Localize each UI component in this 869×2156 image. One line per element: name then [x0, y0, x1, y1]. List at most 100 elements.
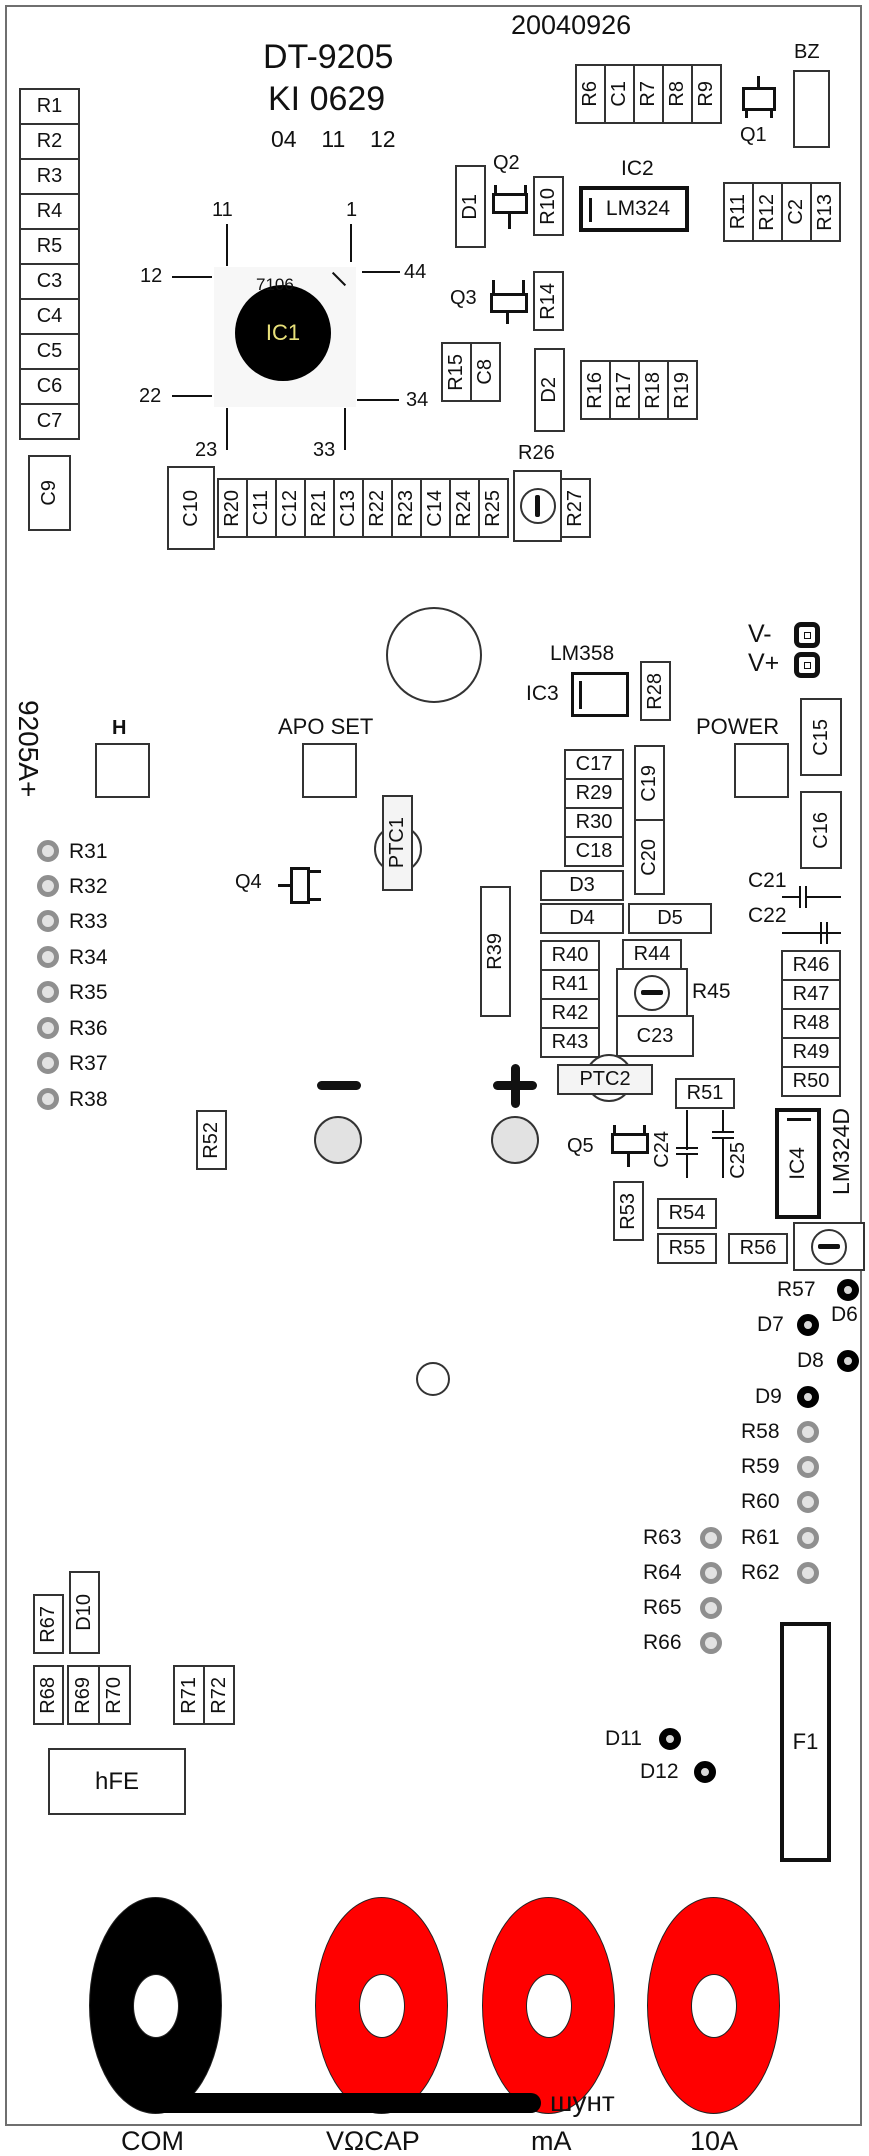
component-r12[interactable]: R12	[752, 182, 783, 242]
transistor-q5[interactable]	[611, 1133, 649, 1154]
capacitor-c16[interactable]: C16	[800, 791, 842, 869]
component-c18[interactable]: C18	[564, 836, 624, 867]
transistor-q2[interactable]	[492, 193, 528, 214]
component-r48[interactable]: R48	[781, 1008, 841, 1039]
jack-vohm-cap[interactable]	[315, 1897, 448, 2114]
component-r22[interactable]: R22	[362, 478, 393, 538]
pad-r37[interactable]	[37, 1052, 59, 1074]
battery-plus-terminal[interactable]	[794, 652, 820, 678]
resistor-r52[interactable]: R52	[196, 1110, 227, 1170]
pad-r38[interactable]	[37, 1088, 59, 1110]
pad-r36[interactable]	[37, 1017, 59, 1039]
pad-r62[interactable]	[797, 1562, 819, 1584]
resistor-r53[interactable]: R53	[613, 1181, 644, 1241]
thermistor-ptc1[interactable]: PTC1	[382, 795, 413, 891]
component-r7[interactable]: R7	[633, 64, 664, 124]
battery-minus-contact[interactable]	[314, 1116, 362, 1164]
diode-d10[interactable]: D10	[69, 1571, 100, 1654]
buzzer-bz[interactable]	[793, 70, 830, 148]
diode-d3[interactable]: D3	[540, 870, 624, 901]
hold-button[interactable]	[95, 743, 150, 798]
component-c5[interactable]: C5	[19, 333, 80, 370]
resistor-r54[interactable]: R54	[657, 1198, 717, 1229]
component-r3[interactable]: R3	[19, 158, 80, 195]
component-r9[interactable]: R9	[691, 64, 722, 124]
component-r50[interactable]: R50	[781, 1066, 841, 1097]
component-r8[interactable]: R8	[662, 64, 693, 124]
resistor-r10[interactable]: R10	[533, 176, 564, 236]
component-r23[interactable]: R23	[391, 478, 422, 538]
component-r19[interactable]: R19	[667, 360, 698, 420]
diode-d1[interactable]: D1	[455, 165, 486, 248]
component-r11[interactable]: R11	[723, 182, 754, 242]
pad-r34[interactable]	[37, 946, 59, 968]
component-c6[interactable]: C6	[19, 368, 80, 405]
pad-r64[interactable]	[700, 1562, 722, 1584]
capacitor-c19[interactable]: C19	[634, 745, 665, 821]
component-c14[interactable]: C14	[420, 478, 451, 538]
resistor-r39[interactable]: R39	[480, 886, 511, 1017]
ic4-chip[interactable]: IC4	[775, 1108, 821, 1219]
capacitor-c10[interactable]: C10	[167, 466, 215, 550]
diode-d2[interactable]: D2	[534, 348, 565, 432]
fuse-f1[interactable]: F1	[780, 1622, 831, 1862]
component-r1[interactable]: R1	[19, 88, 80, 125]
resistor-r51[interactable]: R51	[675, 1078, 735, 1109]
pad-r57[interactable]	[837, 1279, 859, 1301]
component-r49[interactable]: R49	[781, 1037, 841, 1068]
transistor-q4[interactable]	[290, 867, 310, 904]
resistor-r55[interactable]: R55	[657, 1233, 717, 1264]
component-c13[interactable]: C13	[333, 478, 364, 538]
resistor-r56[interactable]: R56	[728, 1233, 788, 1264]
pad-r66[interactable]	[700, 1632, 722, 1654]
component-r30[interactable]: R30	[564, 807, 624, 838]
capacitor-c23[interactable]: C23	[616, 1015, 694, 1057]
component-r15[interactable]: R15	[441, 342, 472, 402]
component-r4[interactable]: R4	[19, 193, 80, 230]
component-r5[interactable]: R5	[19, 228, 80, 265]
pad-d11[interactable]	[659, 1728, 681, 1750]
resistor-r28[interactable]: R28	[640, 661, 671, 721]
pad-r32[interactable]	[37, 875, 59, 897]
component-c9[interactable]: C9	[28, 455, 71, 531]
apo-set-button[interactable]	[302, 743, 357, 798]
component-r41[interactable]: R41	[540, 969, 600, 1000]
resistor-r67[interactable]: R67	[33, 1594, 64, 1654]
diode-d5[interactable]: D5	[628, 903, 712, 934]
component-c3[interactable]: C3	[19, 263, 80, 300]
component-r2[interactable]: R2	[19, 123, 80, 160]
component-r16[interactable]: R16	[580, 360, 611, 420]
component-r25[interactable]: R25	[478, 478, 509, 538]
capacitor-c20[interactable]: C20	[634, 819, 665, 895]
trimmer-r45[interactable]	[616, 968, 688, 1017]
pad-r60[interactable]	[797, 1491, 819, 1513]
pad-d12[interactable]	[694, 1761, 716, 1783]
component-r42[interactable]: R42	[540, 998, 600, 1029]
jack-10a[interactable]	[647, 1897, 780, 2114]
transistor-q3[interactable]	[490, 293, 528, 313]
pad-d9[interactable]	[797, 1386, 819, 1408]
ic3-chip[interactable]	[571, 672, 629, 717]
component-c4[interactable]: C4	[19, 298, 80, 335]
component-r17[interactable]: R17	[609, 360, 640, 420]
battery-minus-terminal[interactable]	[794, 622, 820, 648]
component-r24[interactable]: R24	[449, 478, 480, 538]
pad-r65[interactable]	[700, 1597, 722, 1619]
component-r71[interactable]: R71	[173, 1665, 205, 1725]
resistor-r27[interactable]: R27	[560, 478, 591, 538]
pad-r59[interactable]	[797, 1456, 819, 1478]
component-c12[interactable]: C12	[275, 478, 306, 538]
component-c2[interactable]: C2	[781, 182, 812, 242]
trimmer-r57[interactable]	[793, 1222, 865, 1271]
resistor-r44[interactable]: R44	[622, 939, 682, 970]
component-r43[interactable]: R43	[540, 1027, 600, 1058]
component-r18[interactable]: R18	[638, 360, 669, 420]
jack-com[interactable]	[89, 1897, 222, 2114]
pad-r33[interactable]	[37, 910, 59, 932]
ic2-chip[interactable]: LM324	[579, 186, 689, 232]
transistor-q1[interactable]	[742, 87, 776, 111]
component-c1[interactable]: C1	[604, 64, 635, 124]
component-r40[interactable]: R40	[540, 940, 600, 971]
diode-d4[interactable]: D4	[540, 903, 624, 934]
resistor-r14[interactable]: R14	[533, 271, 564, 331]
